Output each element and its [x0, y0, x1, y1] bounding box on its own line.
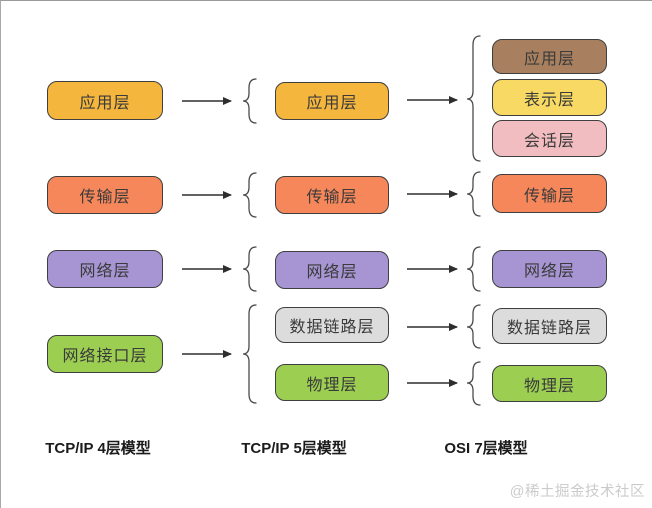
box-tcpip5-physical-layer: 物理层	[275, 364, 389, 401]
layer-label: 传输层	[306, 189, 358, 206]
brace-icon-right-row4	[466, 304, 481, 349]
box-osi7-physical-layer: 物理层	[492, 365, 607, 402]
layer-label: 应用层	[523, 50, 575, 68]
box-tcpip4-application-layer: 应用层	[47, 81, 163, 120]
layer-label: 会话层	[523, 132, 575, 150]
box-tcpip5-application-layer: 应用层	[275, 82, 389, 120]
brace-icon-right-row2	[466, 171, 481, 217]
brace-icon-right-row5	[466, 361, 481, 406]
layer-label: 网络接口层	[62, 348, 148, 365]
brace-icon-right-row1	[466, 35, 481, 162]
box-osi7-presentation-layer: 表示层	[492, 79, 607, 116]
box-tcpip4-transport-layer: 传输层	[47, 176, 163, 214]
layer-label: 传输层	[523, 187, 575, 205]
layer-label: 网络层	[523, 263, 575, 280]
brace-icon-right-row3	[466, 246, 481, 292]
layer-label: 物理层	[523, 377, 575, 395]
box-tcpip5-network-layer: 网络层	[275, 251, 389, 289]
caption-tcpip5-model: TCP/IP 5层模型	[241, 440, 347, 457]
box-osi7-network-layer: 网络层	[492, 250, 607, 288]
box-osi7-application-layer: 应用层	[492, 39, 607, 74]
box-tcpip4-network-layer: 网络层	[47, 250, 163, 288]
box-tcpip5-transport-layer: 传输层	[275, 176, 389, 214]
layer-label: 数据链路层	[289, 319, 375, 336]
layer-label: 网络层	[79, 263, 131, 280]
caption-tcpip4-model: TCP/IP 4层模型	[45, 440, 151, 457]
brace-icon-middle-row2	[242, 172, 257, 218]
box-osi7-session-layer: 会话层	[492, 120, 607, 157]
brace-icon-middle-row1	[242, 78, 257, 124]
box-tcpip4-network-interface-layer: 网络接口层	[47, 335, 163, 373]
caption-osi7-model: OSI 7层模型	[444, 440, 528, 457]
layer-label: 传输层	[79, 189, 131, 206]
brace-icon-middle-row3	[242, 246, 257, 292]
watermark-juejin-community: @稀土掘金技术社区	[509, 484, 645, 500]
brace-icon-middle-row4	[242, 304, 257, 404]
box-osi7-datalink-layer: 数据链路层	[492, 308, 607, 344]
layer-label: 物理层	[306, 376, 358, 394]
box-osi7-transport-layer: 传输层	[492, 174, 607, 213]
layer-label: 数据链路层	[506, 320, 592, 337]
layer-label: 应用层	[306, 95, 358, 112]
layer-label: 网络层	[306, 264, 358, 281]
box-tcpip5-datalink-layer: 数据链路层	[275, 307, 389, 343]
layer-label: 表示层	[523, 91, 575, 109]
layer-label: 应用层	[79, 94, 131, 112]
